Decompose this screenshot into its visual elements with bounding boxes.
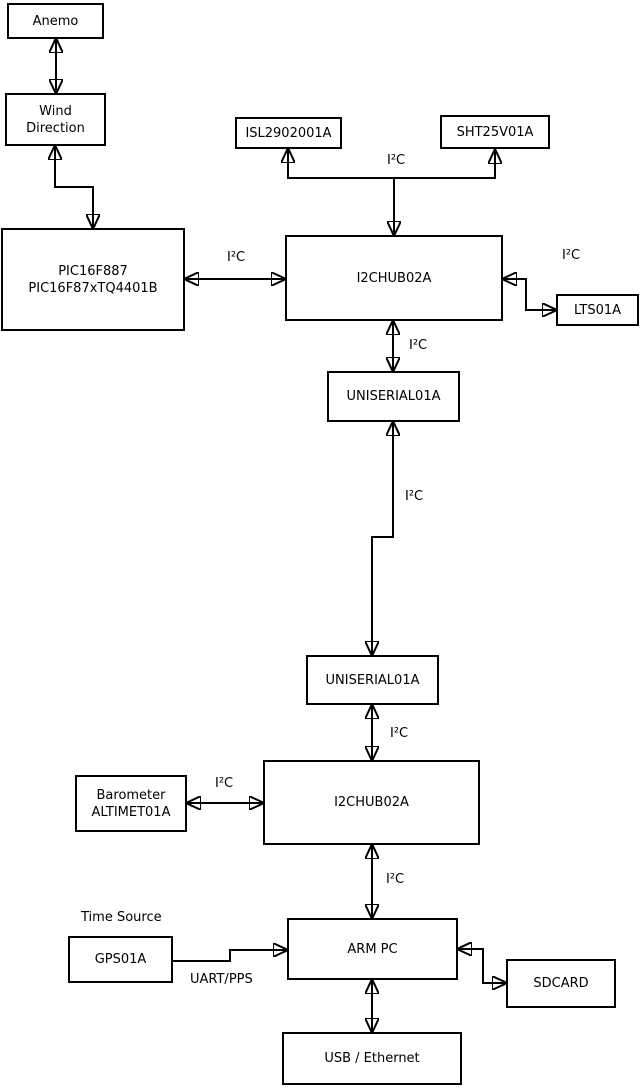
node-usb-ethernet: USB / Ethernet bbox=[282, 1032, 462, 1085]
node-pic16f887: PIC16F887 PIC16F87xTQ4401B bbox=[1, 228, 185, 331]
node-uniserial01a-bottom: UNISERIAL01A bbox=[306, 655, 439, 705]
edge-label-i2c-top-branch: I²C bbox=[387, 153, 406, 168]
node-sdcard: SDCARD bbox=[506, 959, 616, 1008]
node-sht25v01a: SHT25V01A bbox=[440, 115, 550, 149]
edge-label-uart-pps: UART/PPS bbox=[190, 972, 253, 987]
edge-label-i2c-lts: I²C bbox=[562, 248, 581, 263]
node-barometer-altimet01a: Barometer ALTIMET01A bbox=[75, 775, 187, 832]
node-uniserial01a-top: UNISERIAL01A bbox=[327, 371, 460, 422]
node-i2chub02a-top: I2CHUB02A bbox=[285, 235, 503, 321]
label-time-source: Time Source bbox=[81, 910, 162, 925]
node-arm-pc: ARM PC bbox=[287, 918, 458, 980]
edge-gps-armpc-uart bbox=[173, 950, 287, 962]
node-isl2902001a: ISL2902001A bbox=[235, 117, 342, 149]
edge-label-i2c-uniserial-link: I²C bbox=[405, 489, 424, 504]
edge-i2c-branch-isl-sht bbox=[288, 149, 495, 179]
edge-label-i2c-hub2-armpc: I²C bbox=[386, 872, 405, 887]
edge-label-i2c-barometer: I²C bbox=[215, 776, 234, 791]
node-i2chub02a-bottom: I2CHUB02A bbox=[263, 760, 480, 845]
node-anemo: Anemo bbox=[7, 3, 104, 39]
node-lts01a: LTS01A bbox=[556, 294, 639, 326]
edge-label-i2c-hub1-uniserial1: I²C bbox=[409, 338, 428, 353]
edge-uniserial1-uniserial2-i2c bbox=[372, 422, 393, 655]
edge-wind-pic bbox=[55, 146, 93, 228]
node-wind-direction: Wind Direction bbox=[5, 93, 106, 146]
edge-armpc-sdcard bbox=[458, 949, 506, 983]
node-gps01a: GPS01A bbox=[68, 936, 173, 983]
edge-label-i2c-uniserial2-hub2: I²C bbox=[390, 726, 409, 741]
edge-label-i2c-pic-hub1: I²C bbox=[227, 250, 246, 265]
edge-hub1-lts-i2c bbox=[503, 279, 556, 310]
